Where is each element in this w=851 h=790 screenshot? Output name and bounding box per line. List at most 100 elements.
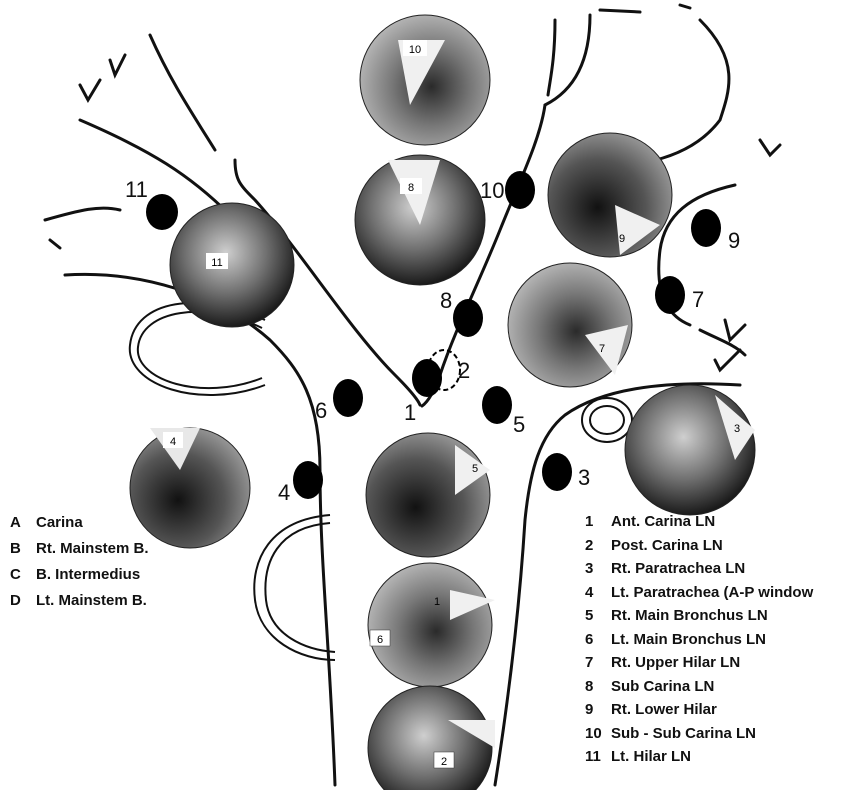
airway-legend-row: ACarina: [10, 510, 149, 536]
photo-label-10: 10: [409, 44, 421, 56]
photo-5: 5: [366, 433, 490, 557]
node-8: [453, 299, 483, 337]
legend-key: 3: [585, 557, 611, 581]
photo-1: 1 6: [368, 563, 495, 687]
legend-label: Sub Carina LN: [611, 678, 714, 695]
legend-label: Rt. Lower Hilar: [611, 701, 717, 718]
airway-legend-row: DLt. Mainstem B.: [10, 588, 149, 614]
legend-key: 6: [585, 628, 611, 652]
node-6: [333, 379, 363, 417]
legend-label: Lt. Mainstem B.: [36, 592, 147, 609]
legend-key: C: [10, 562, 36, 588]
legend-key: B: [10, 536, 36, 562]
photo-label-1: 1: [434, 596, 440, 608]
legend-key: 4: [585, 581, 611, 605]
legend-label: Lt. Main Bronchus LN: [611, 631, 766, 648]
photo-label-6: 6: [377, 634, 383, 646]
legend-label: Sub - Sub Carina LN: [611, 725, 756, 742]
left-small-v3: [50, 240, 60, 248]
legend-label: Lt. Hilar LN: [611, 748, 691, 765]
legend-label: Carina: [36, 514, 83, 531]
legend-key: 1: [585, 510, 611, 534]
legend-key: D: [10, 588, 36, 614]
legend-label: Rt. Paratrachea LN: [611, 560, 745, 577]
photo-7: 7: [508, 263, 632, 387]
legend-label: Rt. Upper Hilar LN: [611, 654, 740, 671]
lymph-node-legend-row: 3Rt. Paratrachea LN: [585, 557, 813, 581]
right-small-v1: [760, 140, 780, 155]
top-right-tick: [680, 5, 690, 8]
legend-key: 5: [585, 604, 611, 628]
legend-label: Ant. Carina LN: [611, 513, 715, 530]
legend-key: 10: [585, 722, 611, 746]
photo-label-11: 11: [211, 257, 222, 269]
node-10: [505, 171, 535, 209]
photo-11: 11: [170, 203, 294, 327]
photo-label-9: 9: [619, 233, 625, 245]
photo-3: 3: [625, 385, 755, 515]
photo-label-3: 3: [734, 423, 740, 435]
photo-label-5: 5: [472, 463, 478, 475]
legend-label: Rt. Mainstem B.: [36, 540, 149, 557]
left-small-v1: [80, 80, 100, 100]
lymph-node-legend-row: 5Rt. Main Bronchus LN: [585, 604, 813, 628]
airway-legend: ACarina BRt. Mainstem B. CB. Intermedius…: [10, 510, 149, 614]
legend-key: 2: [585, 534, 611, 558]
legend-label: Post. Carina LN: [611, 537, 723, 554]
lymph-node-legend-row: 10Sub - Sub Carina LN: [585, 722, 813, 746]
station-label-8: 8: [440, 288, 452, 313]
node-11: [146, 194, 178, 230]
airway-legend-row: BRt. Mainstem B.: [10, 536, 149, 562]
legend-label: Lt. Paratrachea (A-P window: [611, 584, 813, 601]
legend-key: 11: [585, 745, 611, 769]
right-vessel-ring-inner: [590, 406, 624, 434]
legend-key: 8: [585, 675, 611, 699]
node-5: [482, 386, 512, 424]
right-small-v2: [725, 320, 745, 340]
legend-key: 7: [585, 651, 611, 675]
airway-legend-row: CB. Intermedius: [10, 562, 149, 588]
lymph-node-legend-row: 4Lt. Paratrachea (A-P window: [585, 581, 813, 605]
station-label-4: 4: [278, 480, 290, 505]
legend-label: B. Intermedius: [36, 566, 140, 583]
photo-10: 10: [360, 15, 490, 145]
legend-label: Rt. Main Bronchus LN: [611, 607, 768, 624]
lymph-node-legend-row: 1Ant. Carina LN: [585, 510, 813, 534]
lymph-node-legend-row: 8Sub Carina LN: [585, 675, 813, 699]
node-3: [542, 453, 572, 491]
right-upper-branch-1: [548, 20, 555, 95]
left-small-v4: [45, 208, 120, 220]
node-4: [293, 461, 323, 499]
lymph-node-legend-row: 7Rt. Upper Hilar LN: [585, 651, 813, 675]
station-label-2: 2: [458, 358, 470, 383]
lymph-node-legend: 1Ant. Carina LN 2Post. Carina LN 3Rt. Pa…: [585, 510, 813, 769]
legend-key: A: [10, 510, 36, 536]
photo-8: 8: [355, 155, 485, 285]
top-bar: [600, 10, 640, 12]
left-upper-airway: [150, 35, 215, 150]
station-label-6: 6: [315, 398, 327, 423]
station-label-11: 11: [125, 177, 148, 202]
right-small-v3: [715, 350, 740, 370]
lymph-node-legend-row: 11Lt. Hilar LN: [585, 745, 813, 769]
station-label-10: 10: [480, 178, 504, 203]
station-label-7: 7: [692, 287, 704, 312]
lymph-node-legend-row: 9Rt. Lower Hilar: [585, 698, 813, 722]
station-label-9: 9: [728, 228, 740, 253]
left-small-v2: [110, 55, 125, 75]
lymph-node-legend-row: 6Lt. Main Bronchus LN: [585, 628, 813, 652]
node-7: [655, 276, 685, 314]
photo-label-4: 4: [170, 436, 176, 448]
lymph-node-legend-row: 2Post. Carina LN: [585, 534, 813, 558]
photo-label-8: 8: [408, 182, 414, 194]
node-1: [412, 359, 442, 397]
photo-9: 9: [548, 133, 672, 257]
station-label-1: 1: [404, 400, 416, 425]
photo-label-2: 2: [441, 756, 447, 768]
photo-label-7: 7: [599, 343, 605, 355]
photo-2: 2: [368, 686, 495, 790]
station-label-3: 3: [578, 465, 590, 490]
station-label-5: 5: [513, 412, 525, 437]
node-9: [691, 209, 721, 247]
legend-key: 9: [585, 698, 611, 722]
